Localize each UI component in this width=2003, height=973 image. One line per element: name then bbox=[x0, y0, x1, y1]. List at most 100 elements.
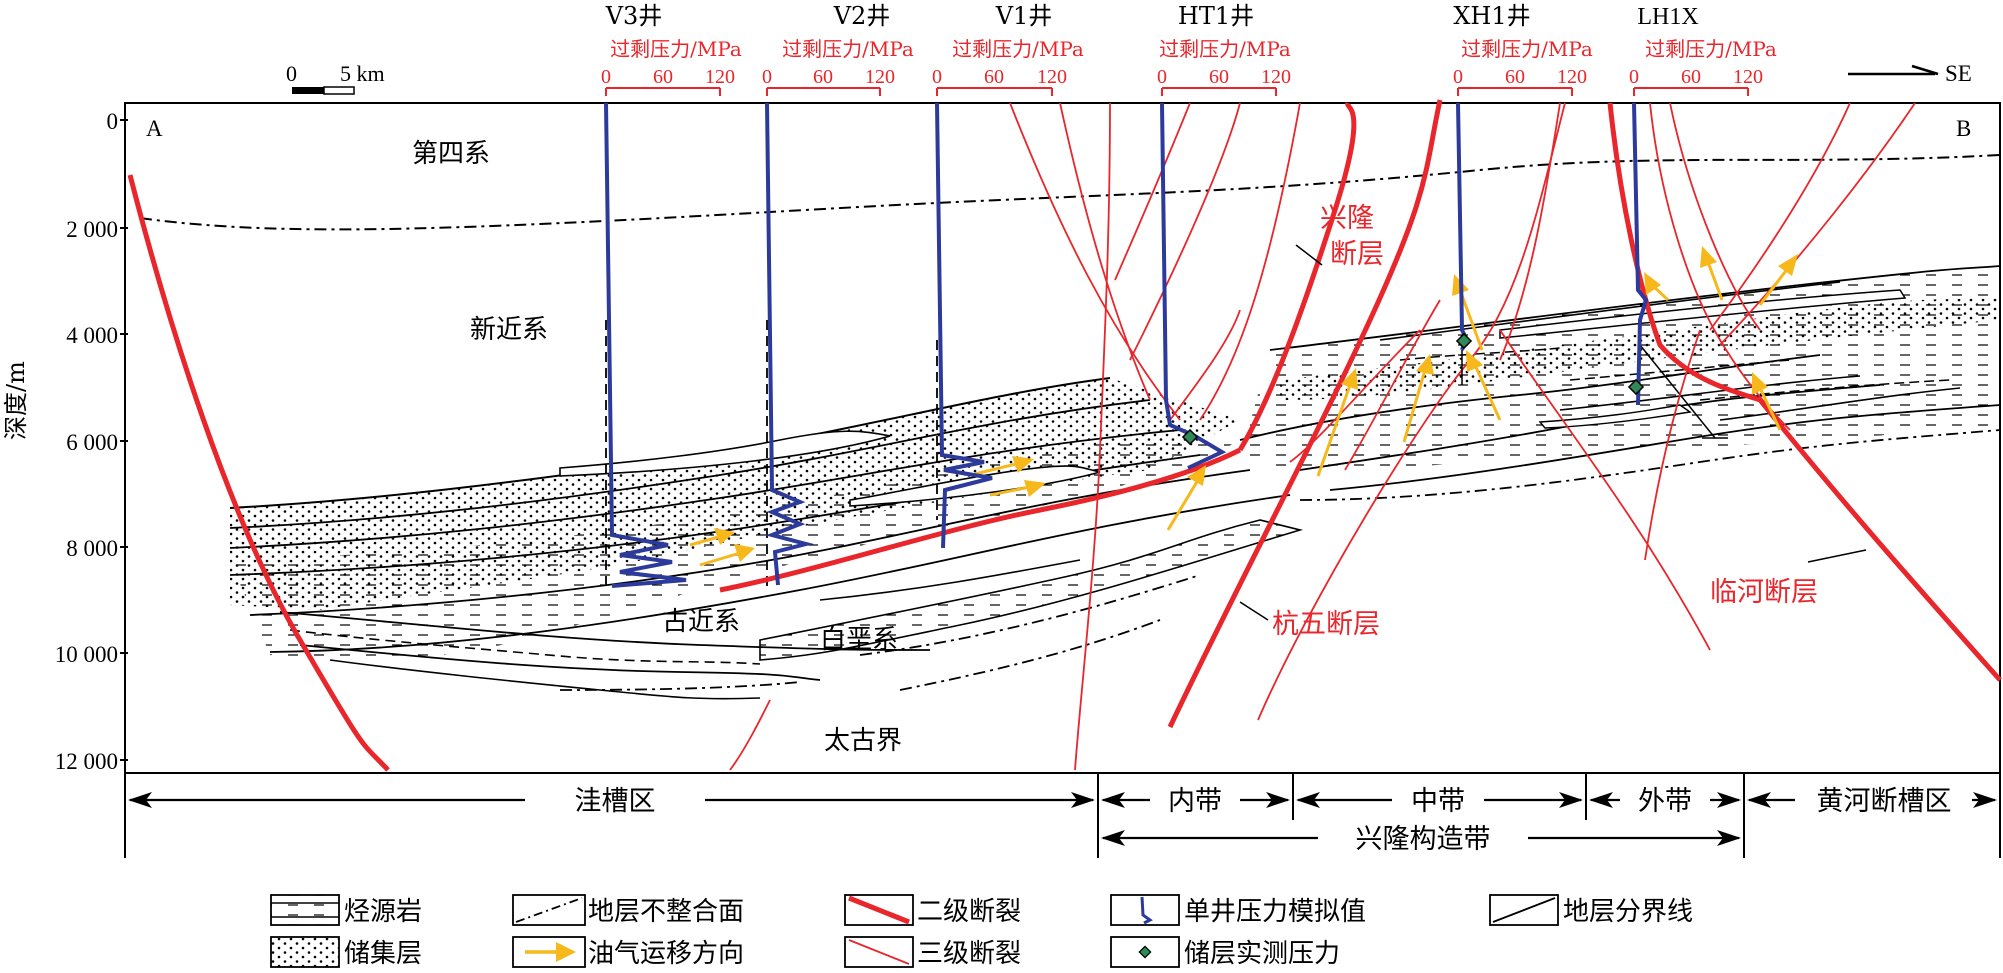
well-name: XH1井 bbox=[1453, 2, 1530, 30]
label-quaternary: 第四系 bbox=[412, 139, 490, 169]
secondary-fault-basin-floor bbox=[719, 447, 1242, 593]
zone-middle: 中带 bbox=[1411, 786, 1465, 817]
depth-axis-label: 深度/m bbox=[2, 361, 30, 440]
well-pressure-tick: 60 bbox=[653, 66, 673, 88]
label-archean: 太古界 bbox=[824, 726, 902, 756]
legend-item-secondary-fault: 二级断裂 bbox=[844, 894, 1021, 927]
zone-yellow-river: 黄河断槽区 bbox=[1817, 786, 1952, 817]
well-pressure-axis-label: 过剩压力/MPa bbox=[782, 37, 914, 61]
well-pressure-curve bbox=[1160, 102, 1227, 470]
well-v3: V3井 过剩压力/MPa 0 60 120 bbox=[601, 2, 742, 588]
depth-tick: 0 bbox=[107, 109, 128, 134]
section-frame bbox=[124, 102, 2001, 774]
legend-item-migration: 油气运移方向 bbox=[512, 936, 744, 969]
scale-bar-zero: 0 bbox=[286, 61, 297, 86]
well-name: V2井 bbox=[833, 2, 891, 30]
source-rock-body bbox=[230, 440, 1240, 660]
migration-arrow bbox=[974, 456, 1034, 476]
well-pressure-axis-label: 过剩压力/MPa bbox=[610, 37, 742, 61]
depth-axis: 深度/m 0 2 000 4 000 6 000 8 000 10 000 12… bbox=[2, 109, 128, 774]
well-pressure-tick: 60 bbox=[1681, 66, 1701, 88]
faults bbox=[127, 99, 2002, 772]
legend-label: 二级断裂 bbox=[917, 897, 1021, 927]
migration-arrow bbox=[1644, 272, 1670, 302]
well-v1: V1井 过剩压力/MPa 0 60 120 bbox=[932, 2, 1084, 549]
legend-label: 地层分界线 bbox=[1563, 897, 1693, 927]
well-xh1: XH1井 过剩压力/MPa 0 60 120 bbox=[1453, 2, 1593, 385]
well-pressure-curve bbox=[765, 102, 814, 586]
well-name: LH1X bbox=[1637, 4, 1698, 30]
well-pressure-tick: 60 bbox=[1505, 66, 1525, 88]
legend-item-well-simulated: 单井压力模拟值 bbox=[1110, 894, 1366, 927]
well-pressure-axis-label: 过剩压力/MPa bbox=[1645, 37, 1777, 61]
depth-tick-label: 12 000 bbox=[55, 749, 118, 774]
well-pressure-tick: 0 bbox=[1453, 66, 1463, 88]
well-pressure-tick: 120 bbox=[865, 66, 895, 88]
scale-bar: 0 5 km bbox=[286, 61, 385, 95]
legend-item-boundary: 地层分界线 bbox=[1489, 894, 1693, 927]
well-pressure-curve bbox=[1632, 102, 1649, 406]
migration-arrows bbox=[689, 246, 1798, 567]
legend-label: 三级断裂 bbox=[917, 939, 1021, 969]
migration-arrow bbox=[1402, 354, 1434, 443]
measured-pressure-marker bbox=[1181, 428, 1199, 446]
zone-outer: 外带 bbox=[1638, 786, 1692, 817]
measured-pressure-marker bbox=[1627, 378, 1645, 396]
legend-item-unconformity: 地层不整合面 bbox=[512, 894, 744, 927]
label-paleogene: 古近系 bbox=[662, 607, 740, 637]
well-pressure-tick: 0 bbox=[1629, 66, 1639, 88]
label-linhe-fault: 临河断层 bbox=[1710, 577, 1818, 608]
well-pressure-curve bbox=[935, 102, 993, 549]
cretaceous-wedge bbox=[759, 519, 1304, 661]
migration-arrow bbox=[1466, 350, 1502, 421]
legend-item-source-rock: 烃源岩 bbox=[270, 894, 422, 927]
depth-tick-label: 4 000 bbox=[66, 323, 118, 348]
legend-label: 单井压力模拟值 bbox=[1184, 897, 1366, 927]
migration-arrow bbox=[689, 528, 735, 547]
legend-label: 储集层 bbox=[344, 939, 422, 969]
secondary-fault-xinglong bbox=[1237, 102, 1357, 452]
secondary-fault-linhe bbox=[1607, 102, 2002, 682]
depth-tick-label: 8 000 bbox=[66, 536, 118, 561]
migration-arrow bbox=[1752, 372, 1782, 431]
depth-tick-label: 2 000 bbox=[66, 217, 118, 242]
depth-tick: 6 000 bbox=[66, 430, 128, 455]
migration-arrow bbox=[699, 544, 755, 567]
legend-item-reservoir: 储集层 bbox=[270, 936, 422, 969]
label-xinglong-fault-1: 兴隆 bbox=[1320, 203, 1374, 234]
well-pressure-tick: 60 bbox=[813, 66, 833, 88]
depth-tick-label: 10 000 bbox=[55, 642, 118, 667]
measured-pressure-marker bbox=[1455, 332, 1473, 350]
well-ht1: HT1井 过剩压力/MPa 0 60 120 bbox=[1157, 2, 1291, 470]
depth-tick: 12 000 bbox=[55, 749, 128, 774]
well-name: V3井 bbox=[605, 2, 663, 30]
depth-tick: 8 000 bbox=[66, 536, 128, 561]
legend-label: 油气运移方向 bbox=[588, 939, 744, 969]
depth-tick: 2 000 bbox=[66, 217, 128, 242]
migration-arrow bbox=[989, 480, 1046, 497]
direction-label: SE bbox=[1945, 61, 1972, 86]
well-pressure-tick: 0 bbox=[932, 66, 942, 88]
direction-indicator: SE bbox=[1848, 61, 1972, 86]
well-pressure-axis-label: 过剩压力/MPa bbox=[1461, 37, 1593, 61]
well-lh1x: LH1X 过剩压力/MPa 0 60 120 bbox=[1627, 4, 1777, 406]
zone-bar: 洼槽区 内带 中带 外带 黄河断槽区 兴隆构造带 bbox=[124, 773, 2001, 858]
well-pressure-axis-label: 过剩压力/MPa bbox=[1159, 37, 1291, 61]
well-name: HT1井 bbox=[1178, 2, 1254, 30]
well-pressure-curve bbox=[1456, 102, 1469, 351]
well-pressure-tick: 120 bbox=[1733, 66, 1763, 88]
label-hangwu-fault: 杭五断层 bbox=[1272, 609, 1380, 640]
migration-arrow bbox=[1166, 465, 1206, 531]
depth-tick: 10 000 bbox=[55, 642, 128, 667]
legend-label: 储层实测压力 bbox=[1184, 939, 1340, 969]
label-xinglong-fault-2: 断层 bbox=[1330, 239, 1384, 270]
well-name: V1井 bbox=[995, 2, 1053, 30]
migration-arrow bbox=[1700, 246, 1724, 301]
legend-item-measured-pressure: 储层实测压力 bbox=[1110, 936, 1340, 969]
legend-label: 地层不整合面 bbox=[588, 897, 744, 927]
well-pressure-tick: 0 bbox=[601, 66, 611, 88]
profile-end-b: B bbox=[1956, 116, 1971, 141]
depth-tick: 4 000 bbox=[66, 323, 128, 348]
zone-sag: 洼槽区 bbox=[575, 786, 656, 817]
